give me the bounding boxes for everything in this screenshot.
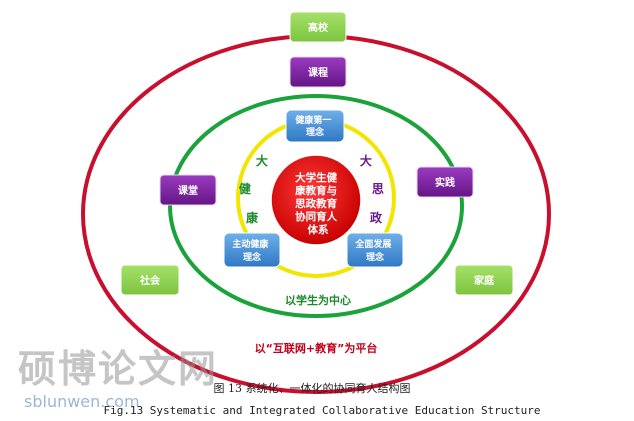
svg-text:课堂: 课堂 <box>178 184 198 197</box>
svg-text:高校: 高校 <box>308 21 329 34</box>
middle-ring <box>168 94 464 318</box>
node-university: 高校 <box>289 11 347 43</box>
center-circle <box>270 154 362 246</box>
node-course: 课程 <box>289 56 347 88</box>
center-label: 大学生健 康教育与 思政教育 协同育人 体系 <box>295 171 341 236</box>
svg-text:健康第一 理念: 健康第一 理念 <box>295 114 334 138</box>
node-practice: 实践 <box>416 166 474 198</box>
svg-text:家庭: 家庭 <box>474 274 495 287</box>
label-big-health: 大 健 康 <box>239 153 272 225</box>
watermark-logo: 硕博论文网 <box>18 346 219 391</box>
node-health-first: 健康第一 理念 <box>285 109 345 143</box>
watermark-url: sblunwen.com <box>24 392 140 411</box>
label-student-centered: 以学生为中心 <box>285 293 351 307</box>
svg-text:课程: 课程 <box>308 66 328 79</box>
svg-text:主动健康 理念: 主动健康 理念 <box>232 238 271 263</box>
figure-caption-zh: 图 13 系统化、一体化的协同育人结构图 <box>213 382 411 395</box>
svg-text:社会: 社会 <box>139 274 160 287</box>
svg-text:全面发展 理念: 全面发展 理念 <box>354 238 394 263</box>
svg-text:实践: 实践 <box>435 176 455 189</box>
label-internet-platform: 以“互联网+教育”为平台 <box>255 341 378 355</box>
node-classroom: 课堂 <box>159 174 217 206</box>
node-family: 家庭 <box>454 264 514 296</box>
node-society: 社会 <box>120 264 180 296</box>
figure-caption-en: Fig.13 Systematic and Integrated Collabo… <box>103 404 541 417</box>
node-all-round-development: 全面发展 理念 <box>346 232 404 268</box>
label-big-ideology: 大 思 政 <box>360 153 388 225</box>
node-active-health: 主动健康 理念 <box>223 232 281 268</box>
